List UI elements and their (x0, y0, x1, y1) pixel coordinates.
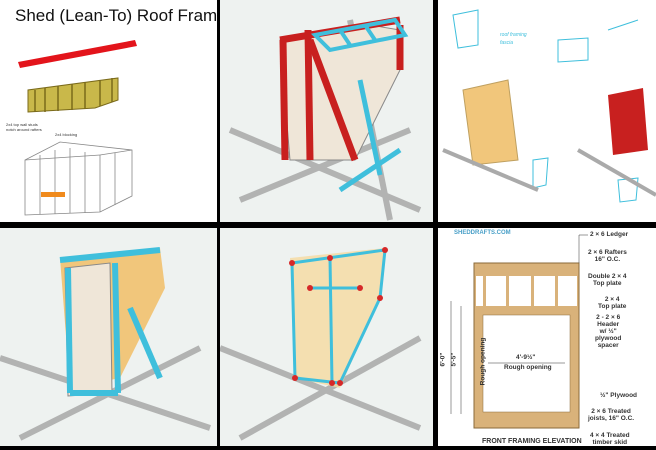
callout-joists: 2 × 6 Treated joists, 16" O.C. (588, 408, 635, 422)
callout-ledger: 2 × 6 Ledger (590, 231, 629, 238)
panel-red-frame (220, 0, 433, 222)
sketch-note-2: fascia (500, 40, 514, 46)
panel-title: Shed (Lean-To) Roof Framing (15, 6, 217, 25)
panel-lean-to-shed: Shed (Lean-To) Roof Framing 2x4 top wall… (0, 0, 217, 222)
callout-header: 2 - 2 × 6 Header w/ ½" plywood spacer (595, 314, 622, 349)
shed-illustration (18, 40, 137, 216)
panel-cyan-frame (0, 228, 217, 446)
brand-logo: SHEDDRAFTS.COM (454, 230, 511, 236)
callout-rafters: 2 × 6 Rafters 16" O.C. (588, 249, 627, 263)
callout-top-plate: 2 × 4 Top plate (598, 296, 627, 310)
sketch-drawing (442, 9, 656, 203)
dim-height-label: Rough opening (479, 337, 487, 386)
dim-width-label: Rough opening (504, 364, 552, 371)
callout-studs: 2x4 top wall studs notch around rafters (6, 122, 42, 132)
drawing-caption: FRONT FRAMING ELEVATION (482, 438, 582, 445)
dim-width: 4'-9½" (516, 354, 536, 361)
dim-height-outer: 6'-0" (439, 352, 447, 367)
elevation-drawing (450, 234, 588, 429)
red-roof (18, 40, 137, 68)
red-frame-model (228, 16, 422, 221)
node-frame-model (220, 247, 422, 441)
callout-plywood: ½" Plywood (600, 392, 638, 399)
cyan-frame-model (0, 247, 211, 441)
callout-double-top-plate: Double 2 × 4 Top plate (588, 273, 627, 287)
panel-sketch-notes: roof framing fascia (438, 0, 656, 222)
callout-blocking: 2x4 blocking (55, 132, 78, 137)
callout-skid: 4 × 4 Treated timber skid (590, 432, 630, 446)
sketch-note-1: roof framing (500, 32, 527, 38)
panel-front-elevation: SHEDDRAFTS.COM 2 × 6 Ledger 2 × 6 Rafter… (438, 228, 656, 446)
panel-node-frame (220, 228, 433, 446)
dim-height-inner: 5'-5" (450, 352, 458, 367)
